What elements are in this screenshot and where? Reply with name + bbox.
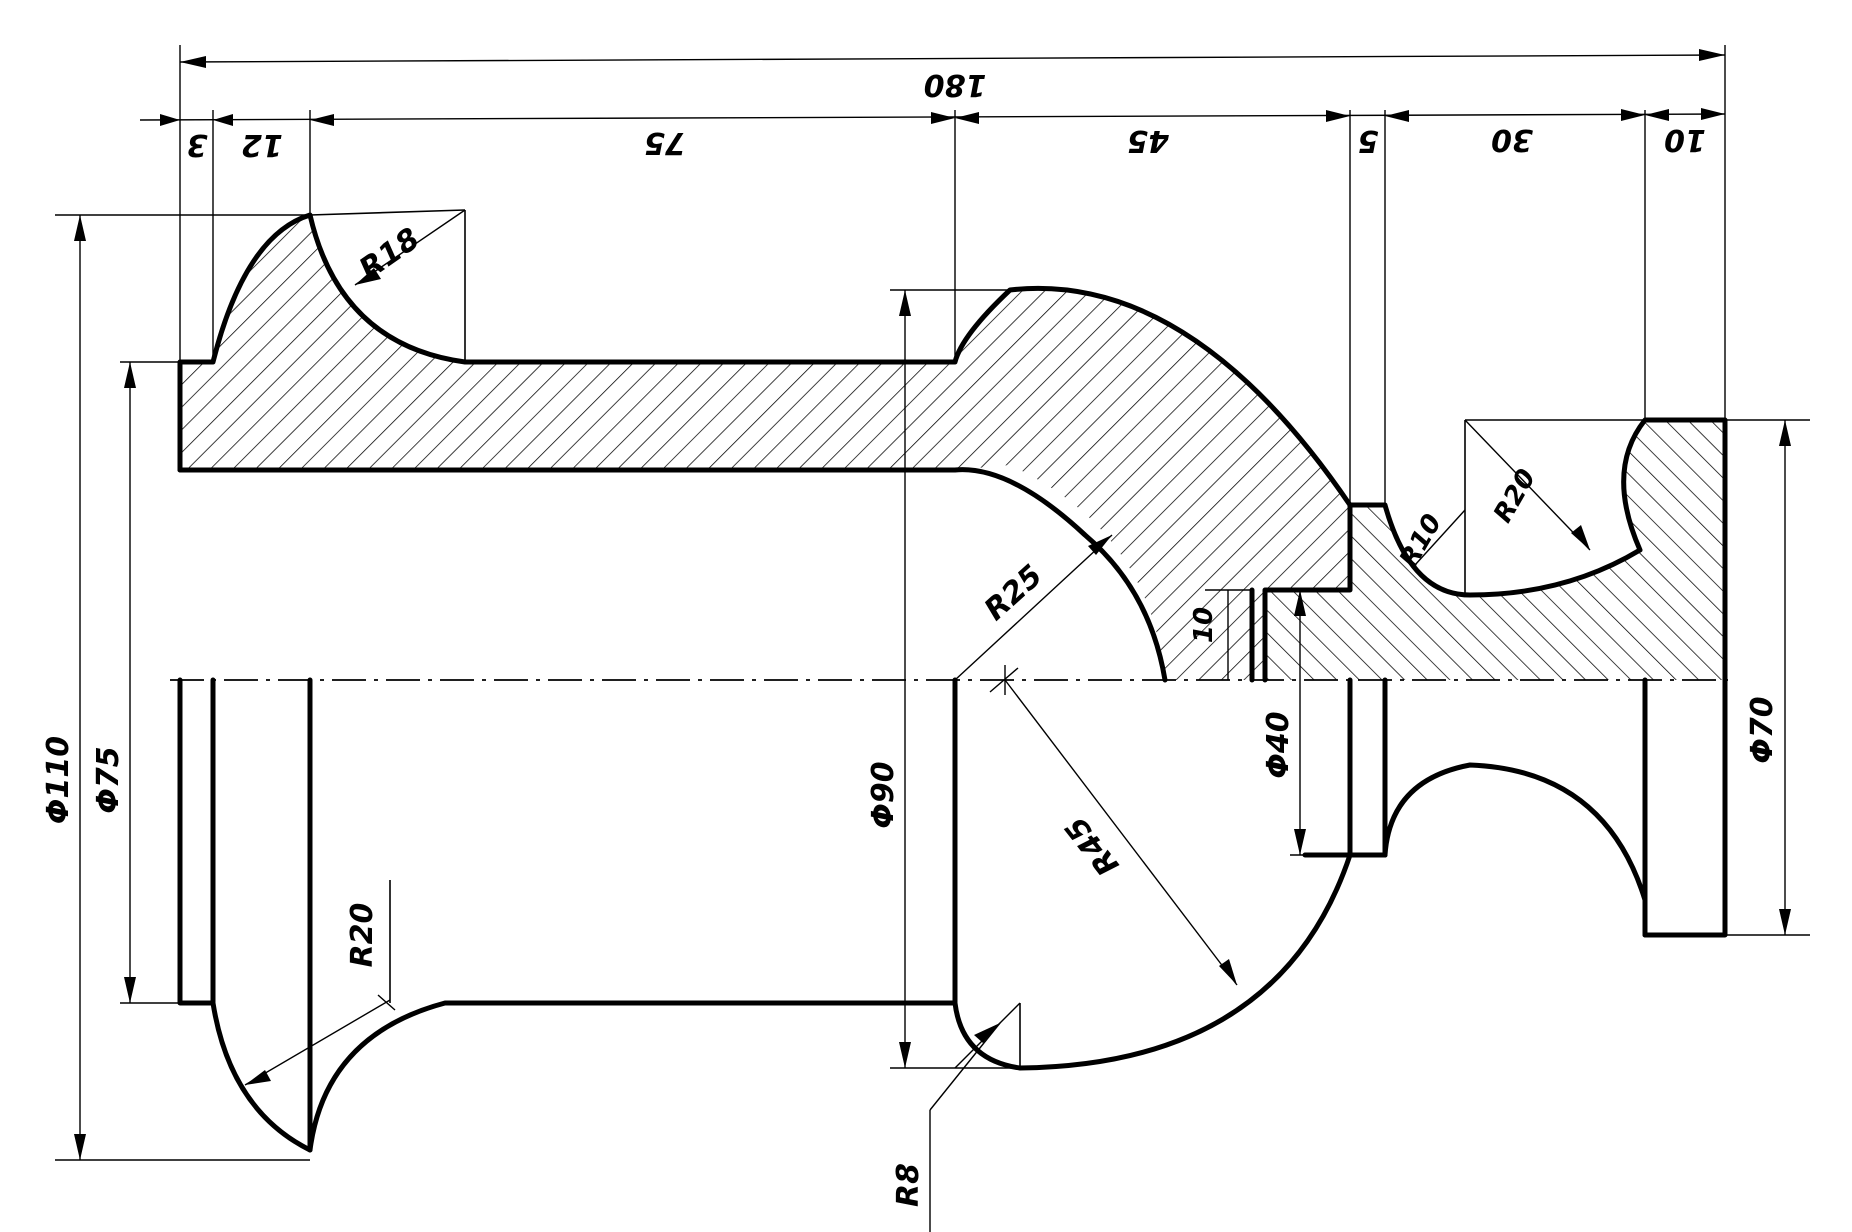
- radius-r20-right: R20: [1488, 464, 1542, 528]
- dimension-3: 3: [187, 127, 208, 162]
- dimension-45: 45: [1127, 123, 1170, 158]
- leader-r45: [989, 665, 1238, 986]
- dimension-12: 12: [241, 127, 283, 162]
- radius-r8: R8: [891, 1163, 926, 1207]
- bore-upper: [177, 467, 1168, 683]
- radius-r10: R10: [1394, 509, 1448, 573]
- dimension-chain: [139, 108, 1726, 126]
- dimension-5: 5: [1358, 123, 1379, 158]
- outline-upper: [177, 212, 1728, 683]
- leader-r8: [929, 1002, 1021, 1232]
- dimension-line-10: [1205, 589, 1252, 680]
- diameter-phi90: Φ90: [866, 761, 901, 828]
- leader-r10: [1414, 509, 1466, 566]
- leader-r25: [954, 534, 1113, 681]
- leader-r18: [354, 209, 466, 286]
- dimension-30: 30: [1491, 122, 1533, 157]
- leader-r20-right: [1464, 419, 1591, 551]
- diameter-phi70: Φ70: [1745, 696, 1780, 763]
- dimension-75: 75: [644, 125, 686, 160]
- radius-r20-left: R20: [345, 903, 380, 968]
- dimension-10: 10: [1664, 122, 1706, 157]
- hatched-section-main: [180, 215, 1350, 680]
- extension-lines: [55, 45, 1810, 1161]
- construction-line: [309, 209, 466, 216]
- radius-r25: R25: [978, 558, 1050, 627]
- hatched-section-right: [1265, 420, 1725, 680]
- dimension-line-phi110: [74, 215, 86, 1160]
- dimension-line-phi70: [1779, 420, 1791, 935]
- dimension-10-step: 10: [1189, 607, 1219, 643]
- diameter-phi75: Φ75: [91, 746, 126, 813]
- radius-r45: R45: [1059, 810, 1127, 883]
- dimension-line-phi90: [899, 290, 911, 1068]
- dimension-line-180: [179, 49, 1726, 68]
- diameter-phi40: Φ40: [1261, 711, 1296, 778]
- leader-r20-left: [244, 994, 396, 1086]
- dimension-line-phi75: [124, 362, 136, 1003]
- dimension-line-phi40: [1294, 590, 1306, 855]
- diameter-phi110: Φ110: [41, 736, 76, 824]
- step-upper: [1262, 502, 1353, 683]
- dimension-180: 180: [924, 67, 987, 102]
